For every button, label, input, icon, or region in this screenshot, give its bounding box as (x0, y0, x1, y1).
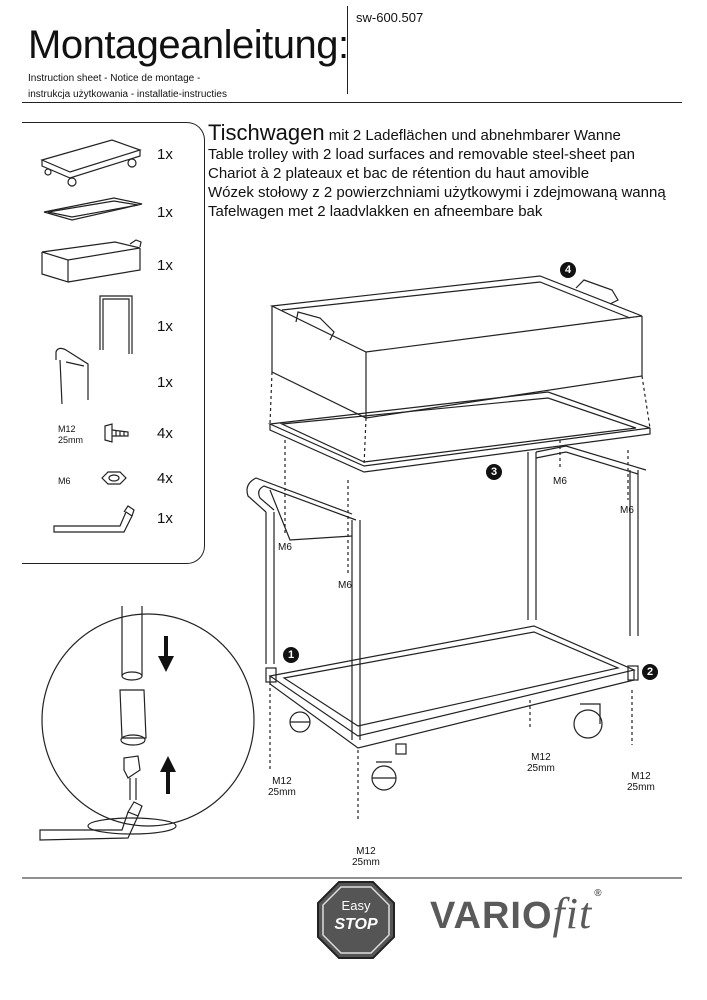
brand-fit: fit (552, 889, 593, 938)
product-title-main: Tischwagen (208, 120, 325, 145)
part-qty-top-frame: 1x (157, 204, 173, 221)
part-nut-icon (101, 471, 127, 485)
callout-m12-1-len: 25mm (268, 787, 296, 798)
callout-m6-d: M6 (338, 580, 352, 591)
callout-m6-c: M6 (278, 542, 292, 553)
arrow-down-icon (158, 636, 174, 672)
part-label-bolt: M12 25mm (58, 424, 84, 445)
part-label-nut: M6 (58, 476, 71, 486)
part-qty-pan: 1x (157, 257, 173, 274)
arrow-up-icon (160, 756, 176, 794)
step-1-marker: 1 (283, 647, 299, 663)
part-pan-icon (41, 239, 142, 283)
header-divider (347, 6, 348, 94)
header-rule (22, 102, 682, 103)
variofit-logo: VARIOfit® (430, 888, 603, 939)
easy-stop-logo: Easy STOP (316, 880, 396, 960)
callout-m12-2-size: M12 (356, 846, 376, 857)
article-code: sw-600.507 (356, 10, 424, 25)
callout-m12-4-len: 25mm (627, 782, 655, 793)
callout-m12-3-size: M12 (531, 752, 551, 763)
callout-m12-1-size: M12 (272, 776, 292, 787)
part-u-leg-icon (99, 295, 133, 354)
product-title: Tischwagen mit 2 Ladeflächen und abnehmb… (208, 120, 621, 146)
easy-stop-top-text: Easy (341, 898, 371, 913)
brand-registered: ® (594, 888, 603, 899)
part-top-frame-icon (43, 197, 143, 221)
part-handle-leg-icon (55, 347, 89, 405)
callout-m12-4-size: M12 (631, 771, 651, 782)
step-2-marker: 2 (642, 664, 658, 680)
alignment-lines (269, 371, 651, 820)
product-line-fr: Chariot à 2 plateaux et bac de rétention… (208, 165, 590, 182)
part-allen-key-icon (53, 505, 135, 533)
legs-drawing (246, 445, 647, 740)
callout-m12-3-len: 25mm (527, 763, 555, 774)
top-shelf-drawing (267, 391, 651, 473)
brand-main: VARIO (430, 895, 553, 937)
product-title-rest: mit 2 Ladeflächen und abnehmbarer Wanne (324, 127, 621, 144)
subtitle-line-1: Instruction sheet - Notice de montage - (28, 73, 201, 84)
product-line-pl: Wózek stołowy z 2 powierzchniami użytkow… (208, 184, 666, 201)
callout-m6-b: M6 (620, 505, 634, 516)
pan-drawing (269, 275, 643, 419)
subtitle-line-2: instrukcja użytkowania - installatie-ins… (28, 89, 227, 100)
part-qty-base-frame: 1x (157, 146, 173, 163)
easy-stop-bottom-text: STOP (334, 916, 378, 933)
product-line-nl: Tafelwagen met 2 laadvlakken en afneemba… (208, 203, 543, 220)
callout-m6-a: M6 (553, 476, 567, 487)
step-3-marker: 3 (486, 464, 502, 480)
part-qty-allen-key: 1x (157, 510, 173, 527)
part-qty-bolt: 4x (157, 425, 173, 442)
base-frame-drawing (265, 625, 639, 791)
part-qty-u-leg: 1x (157, 318, 173, 335)
page-title: Montageanleitung: (28, 23, 349, 67)
part-qty-handle-leg: 1x (157, 374, 173, 391)
step-4-marker: 4 (560, 262, 576, 278)
detail-inset (39, 606, 255, 841)
part-base-frame-icon (40, 139, 142, 187)
parts-list (22, 122, 205, 564)
part-bolt-icon (104, 423, 129, 443)
product-line-en: Table trolley with 2 load surfaces and r… (208, 146, 635, 163)
part-qty-nut: 4x (157, 470, 173, 487)
callout-m12-2-len: 25mm (352, 857, 380, 868)
